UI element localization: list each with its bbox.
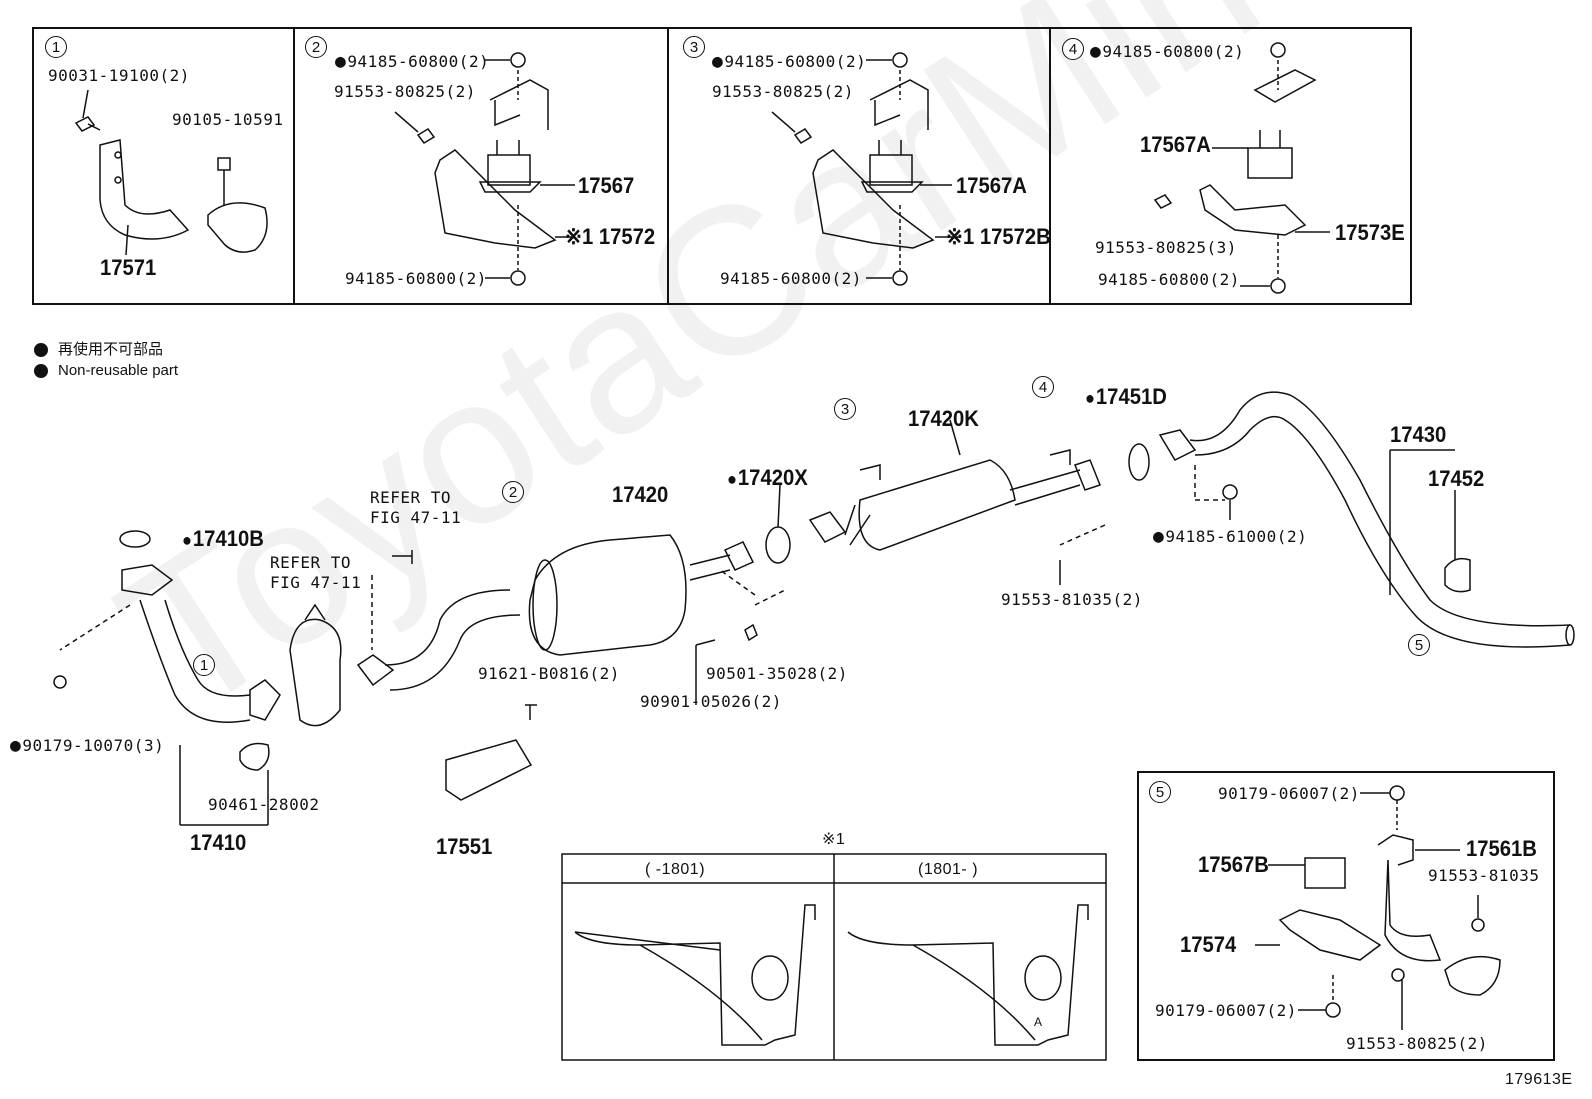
part-90179-06007-bottom: 90179-06007(2) xyxy=(1155,1001,1297,1020)
callout-4-main: 4 xyxy=(1032,376,1054,398)
callout-1: 1 xyxy=(45,36,67,58)
part-17430: 17430 xyxy=(1390,422,1447,447)
note-col-before: ( -1801) xyxy=(645,861,706,878)
callout-2-main: 2 xyxy=(502,481,524,503)
part-94185-60800-bottom: 94185-60800(2) xyxy=(345,269,487,288)
part-17420: 17420 xyxy=(612,482,669,507)
part-91553-81035: 91553-81035 xyxy=(1428,866,1540,885)
legend-ja: 再使用不可部品 xyxy=(34,338,163,359)
part-91553-80825: 91553-80825(2) xyxy=(712,82,854,101)
front-pipe-17410 xyxy=(53,530,281,826)
refer-fig-a-1: REFER TO xyxy=(370,488,452,507)
center-pipe-17420 xyxy=(356,534,786,691)
callout-5: 5 xyxy=(1149,781,1171,803)
gasket-17451D xyxy=(1128,443,1150,481)
refer-fig-b-1: FIG 47-11 xyxy=(370,508,462,527)
muffler-17420K xyxy=(808,449,1101,551)
part-94185-60800-top: 94185-60800(2) xyxy=(712,53,866,71)
mount-17573E xyxy=(1153,42,1317,294)
part-94185-60800-bottom: 94185-60800(2) xyxy=(1098,270,1240,289)
detail-box-frame xyxy=(32,27,1412,305)
mount-17567 xyxy=(416,52,557,286)
part-17573E: 17573E xyxy=(1335,220,1405,245)
bracket-17571 xyxy=(74,116,190,240)
mount-17567A xyxy=(793,52,935,286)
part-17567A: 17567A xyxy=(956,173,1027,198)
part-17567B: 17567B xyxy=(1198,852,1269,877)
part-17452: 17452 xyxy=(1428,466,1485,491)
part-90031-19100: 90031-19100(2) xyxy=(48,66,190,85)
callout-3-main: 3 xyxy=(834,398,856,420)
refer-fig-b-2: FIG 47-11 xyxy=(270,573,362,592)
part-17571: 17571 xyxy=(100,255,157,280)
note-col-after: (1801- ) xyxy=(918,861,979,878)
part-91553-80825: 91553-80825(3) xyxy=(1095,238,1237,257)
refer-fig-a-2: REFER TO xyxy=(270,553,352,572)
part-17572: ※1 17572 xyxy=(565,224,656,249)
callout-5-main: 5 xyxy=(1408,634,1430,656)
part-17420K: 17420K xyxy=(908,406,979,431)
part-17420X: 17420X xyxy=(727,467,808,489)
part-90501-35028: 90501-35028(2) xyxy=(706,664,848,683)
part-17572B: ※1 17572B xyxy=(946,224,1051,249)
part-17451D: 17451D xyxy=(1085,386,1167,408)
part-90105-10591: 90105-10591 xyxy=(172,110,284,129)
part-17567: 17567 xyxy=(578,173,635,198)
note-mark-a: A xyxy=(1034,1015,1043,1029)
callout-1-main: 1 xyxy=(193,654,215,676)
part-90901-05026: 90901-05026(2) xyxy=(640,692,782,711)
part-90461-28002: 90461-28002 xyxy=(208,795,320,814)
part-17574: 17574 xyxy=(1180,932,1237,957)
part-17551: 17551 xyxy=(436,834,493,859)
part-17567A: 17567A xyxy=(1140,132,1211,157)
part-90179-06007-top: 90179-06007(2) xyxy=(1218,784,1360,803)
part-91553-81035: 91553-81035(2) xyxy=(1001,590,1143,609)
part-94185-60800-bottom: 94185-60800(2) xyxy=(720,269,862,288)
part-17561B: 17561B xyxy=(1466,836,1537,861)
part-90179-10070: 90179-10070(3) xyxy=(10,737,164,755)
part-17410B: 17410B xyxy=(182,528,264,550)
callout-2: 2 xyxy=(305,36,327,58)
tail-pipe-17430 xyxy=(1158,391,1575,648)
part-91553-80825: 91553-80825(2) xyxy=(1346,1034,1488,1053)
callout-3: 3 xyxy=(683,36,705,58)
legend-en: Non-reusable part xyxy=(34,362,178,379)
clamp-90105 xyxy=(207,157,268,253)
note-mark: ※1 xyxy=(822,831,846,848)
detail-box-5-frame xyxy=(1137,771,1555,1061)
part-94185-60800-top: 94185-60800(2) xyxy=(335,53,489,71)
mount-17574 xyxy=(1278,785,1501,1018)
callout-4: 4 xyxy=(1062,38,1084,60)
part-17410: 17410 xyxy=(190,830,247,855)
figure-id: 179613E xyxy=(1505,1071,1573,1088)
exhaust-manifold-converter xyxy=(289,603,342,727)
gasket-17420X xyxy=(765,526,791,564)
part-94185-61000: 94185-61000(2) xyxy=(1153,528,1307,546)
part-91621-B0816: 91621-B0816(2) xyxy=(478,664,620,683)
part-91553-80825: 91553-80825(2) xyxy=(334,82,476,101)
part-94185-60800-top: 94185-60800(2) xyxy=(1090,43,1244,61)
